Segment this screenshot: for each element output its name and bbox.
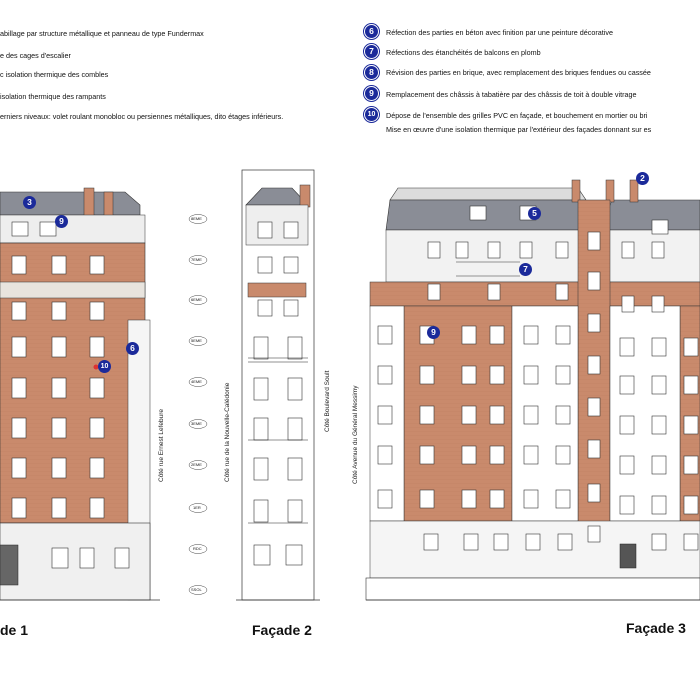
facade-1-marker-6: 6 [126, 342, 139, 355]
facade-1-chimney [83, 187, 95, 219]
legend-right-item-9: Remplacement des châssis à tabatière par… [386, 90, 637, 99]
facade-2-title: Façade 2 [252, 622, 312, 638]
facade-1-roof [0, 191, 141, 216]
level-tag-1er: 1ER [193, 505, 201, 510]
level-tag-ssol: SSOL [191, 587, 202, 592]
legend-right-item-10: Dépose de l'ensemble des grilles PVC en … [386, 111, 648, 120]
level-tag-7eme: 7EME [191, 257, 202, 262]
facade-1-marker-10: 10 [98, 360, 111, 373]
legend-marker-10: 10 [364, 107, 379, 122]
facade-1-title: de 1 [0, 622, 29, 638]
legend-right-item-7: Réfections des étanchéités de balcons en… [386, 48, 541, 57]
legend-right-item-8: Révision des parties en brique, avec rem… [386, 68, 651, 77]
facade-3-title: Façade 3 [626, 620, 686, 636]
level-tag-4eme: 4EME [191, 379, 202, 384]
level-tag-rdc: RDC [193, 546, 202, 551]
facade-1-marker-9: 9 [55, 215, 68, 228]
level-tag-6eme: 6EME [191, 297, 202, 302]
facade-3-marker-5: 5 [528, 207, 541, 220]
level-tag-8eme: 8EME [191, 216, 202, 221]
facade-1-marker-3: 3 [23, 196, 36, 209]
legend-right-extra: Mise en œuvre d'une isolation thermique … [386, 125, 652, 134]
level-tag-3eme: 3EME [191, 421, 202, 426]
facade-3-marker-7: 7 [519, 263, 532, 276]
facade-2-side-label-left: Côté rue de la Nouvelle-Calédonie [224, 382, 231, 482]
facade-1-side-label: Côté rue Ernest Lefebure [158, 409, 165, 482]
legend-left-item-1: abillage par structure métallique et pan… [0, 29, 204, 38]
legend-marker-8: 8 [364, 65, 379, 80]
legend-marker-6: 6 [364, 24, 379, 39]
level-tag-2eme: 2EME [191, 462, 202, 467]
facade-3-marker-2: 2 [636, 172, 649, 185]
facade-2 [236, 169, 320, 601]
facade-2-side-label-right: Côté Boulevard Soult [324, 370, 331, 432]
legend-marker-7: 7 [364, 44, 379, 59]
facade-3-side-label: Côté Avenue du Général Messimy [352, 385, 359, 484]
facade-1 [0, 187, 160, 601]
facade-3 [365, 179, 700, 601]
legend-left-item-4: isolation thermique des rampants [0, 92, 106, 101]
facade-1-red-dot [93, 364, 99, 370]
level-tags [188, 214, 208, 595]
level-tag-5eme: 5EME [191, 338, 202, 343]
facade-1-windows [11, 221, 105, 569]
legend-left-item-3: c isolation thermique des combles [0, 70, 109, 79]
legend-left-item-2: e des cages d'escalier [0, 51, 71, 60]
legend-marker-9: 9 [364, 86, 379, 101]
legend-right-item-6: Réfection des parties en béton avec fini… [386, 28, 613, 37]
legend-left-item-5: erniers niveaux: volet roulant monobloc … [0, 112, 284, 121]
facade-3-marker-9: 9 [427, 326, 440, 339]
facade-1-door [0, 544, 19, 586]
